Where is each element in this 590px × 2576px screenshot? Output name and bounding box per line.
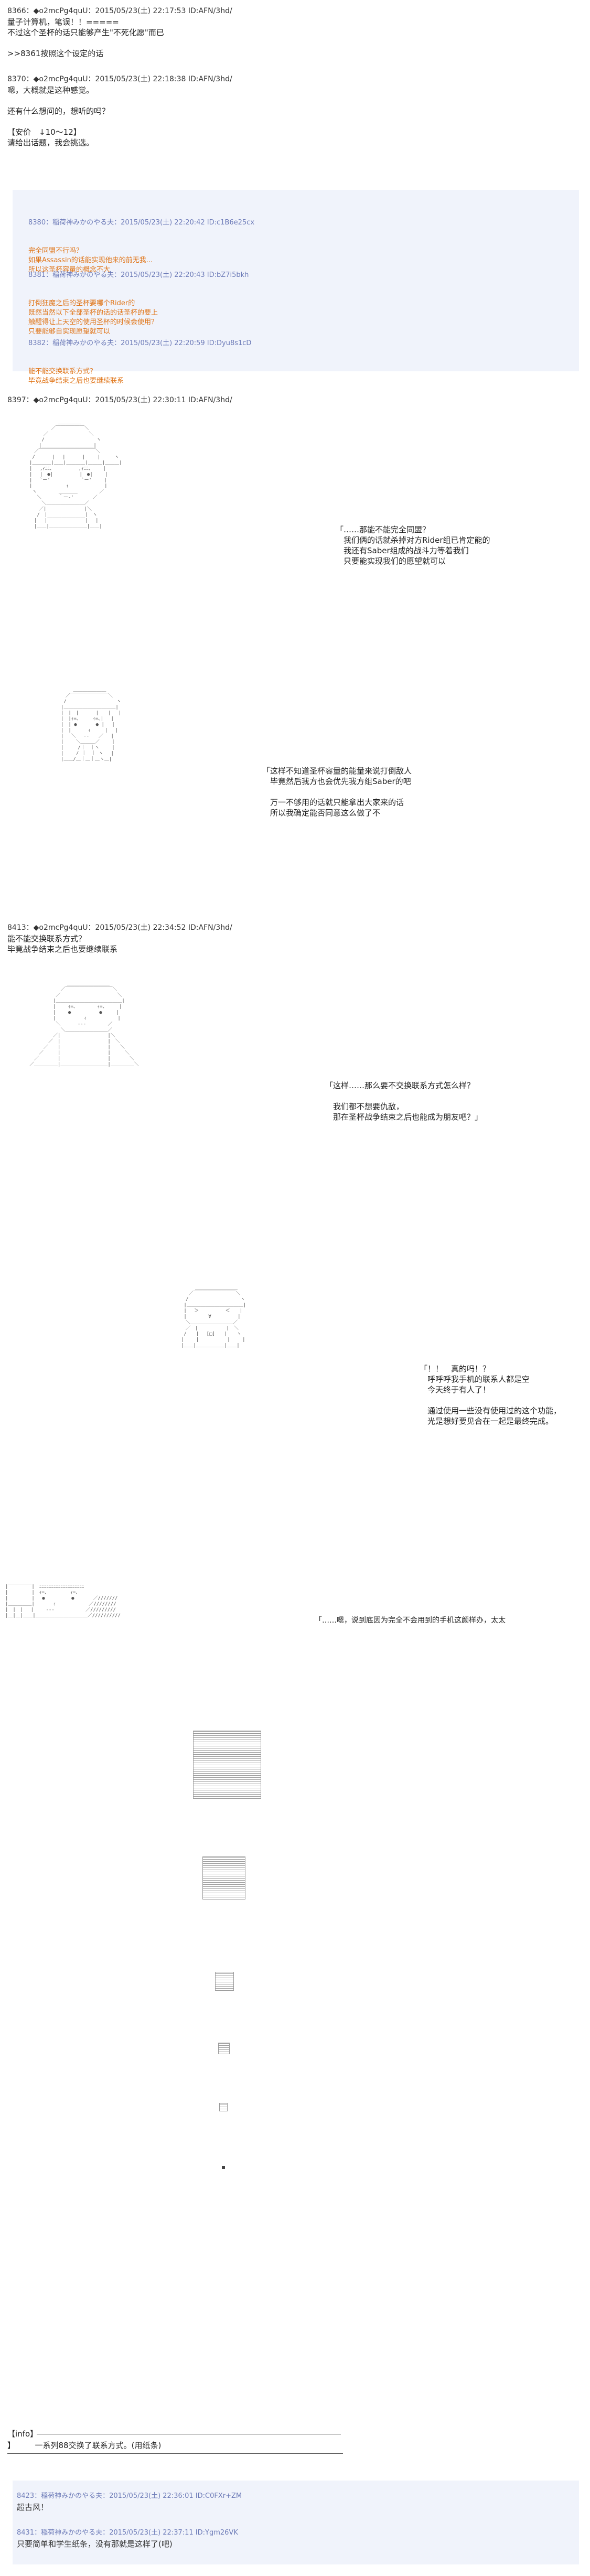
post-header: 8413：◆o2mcPg4quU：2015/05/23(土) 22:34:52 … [7,924,232,932]
post-header: 8397：◆o2mcPg4quU：2015/05/23(土) 22:30:11 … [7,396,232,404]
speech-bubble: 「这样……那么要不交换联系方式怎么样？ 我们都不想要仇敌， 那在圣杯战争结束之后… [325,1081,483,1122]
speech-bubble: 「！！ 真的吗！？ 呼呼呼我手机的联系人都是空 今天终于有人了！ 通过使用一些没… [420,1364,562,1426]
speech-bubble: 「……嗯，说到底因为完全不会用到的手机这颜样办，太太 [315,1616,506,1625]
ascii-art-character-cloak: ＿＿＿＿＿＿＿＿＿ ／￣￣￣￣￣￣￣￣￣￣＼ ／ ＼ |＿＿＿＿＿＿＿＿＿＿＿＿… [29,981,139,1067]
info-label: 【info】 [7,2429,38,2439]
quote-header: 8381：稲荷神みかのやる夫：2015/05/23(土) 22:20:43 ID… [28,271,249,279]
quote-header: 8431：稲荷神みかのやる夫：2015/05/23(土) 22:37:11 ID… [17,2529,238,2537]
fade-dot [222,2166,225,2169]
fade-square [215,1972,234,1991]
post-header: 8370：◆o2mcPg4quU：2015/05/23(土) 22:18:38 … [7,75,232,83]
quote-box: 8380：稲荷神みかのやる夫：2015/05/23(土) 22:20:42 ID… [13,190,579,385]
quote-item: 8380：稲荷神みかのやる夫：2015/05/23(土) 22:20:42 ID… [28,199,254,294]
quote-item: 8381：稲荷神みかのやる夫：2015/05/23(土) 22:20:43 ID… [28,252,249,356]
post-body: 能不能交换联系方式？ 毕竟战争结束之后也要继续联系 [7,934,118,954]
quote-header: 8382：稲荷神みかのやる夫：2015/05/23(土) 22:20:59 ID… [28,339,252,347]
fade-square [202,1856,245,1899]
info-divider [7,2453,343,2454]
bottom-quote-box [13,2481,579,2564]
ascii-art-character-happy: ＿＿＿＿＿＿＿＿＿ ／￣￣￣￣￣￣￣￣￣＼ / ヽ |＿＿＿＿＿＿＿＿＿＿＿＿|… [181,1285,246,1348]
fade-square [218,2043,230,2054]
quote-header: 8423：稲荷神みかのやる夫：2015/05/23(土) 22:36:01 ID… [17,2492,242,2500]
ascii-art-character-girl: ＿＿＿＿＿＿＿ ／￣￣￣￣￣￣￣￣＼ / ヽ |＿＿＿＿＿＿＿＿＿＿＿| | |… [61,688,122,762]
quote-body: 超古风！ [17,2503,49,2512]
speech-bubble: 「这样不知道圣杯容量的能量来说打倒敌人 毕竟然后我方也会优先我方组Saber的吧… [262,766,412,818]
quote-body: 完全同盟不行吗？ 如果Assassin的话能实现他来的前无我... 所以这圣杯容… [28,247,153,274]
post-header: 8366：◆o2mcPg4quU：2015/05/23(土) 22:17:53 … [7,7,232,15]
quote-header: 8380：稲荷神みかのやる夫：2015/05/23(土) 22:20:42 ID… [28,219,255,227]
post-body: 量子计算机，笔误！！===== 不过这个圣杯的话只能够产生"不死化愿"而已 >>… [7,17,164,58]
fade-square [219,2103,228,2111]
speech-bubble: 「……那能不能完全同盟？ 我们俩的话就杀掉对方Rider组已肯定能的 我还有Sa… [336,525,490,566]
quote-body: 只要简单和学生纸条，没有那就是这样了(吧) [17,2539,173,2549]
quote-item: 8382：稲荷神みかのやる夫：2015/05/23(土) 22:20:59 ID… [28,320,251,405]
quote-body: 打倒狂魔之后的圣杯要哪个Rider的 既然当然以下全部圣杯的话的话圣杯的要上 触… [28,299,158,336]
fade-square [193,1731,261,1799]
quote-body: 能不能交换联系方式？ 毕竟战争结束之后也要继续联系 [28,368,124,385]
ascii-art-character-hat: ＿＿＿＿＿ ／￣￣￣￣￣￣＼ ／ ＼ / ヽ |＿＿＿＿＿＿＿＿＿＿＿| ／￣￣… [29,420,122,529]
ascii-art-character-closeup: |￣￣￣￣￣| ﾆﾆﾆﾆﾆﾆﾆﾆﾆﾆﾆﾆﾆﾆﾆﾆﾆﾆﾆ | | ｨ=､ ｨ=､ … [5,1584,121,1618]
info-text: 】 一系列88交换了联系方式。(用纸条) [7,2441,162,2450]
post-body: 嗯，大概就是这种感觉。 还有什么想问的，想听的吗？ 【安价 ↓10～12】 请给… [7,85,110,147]
